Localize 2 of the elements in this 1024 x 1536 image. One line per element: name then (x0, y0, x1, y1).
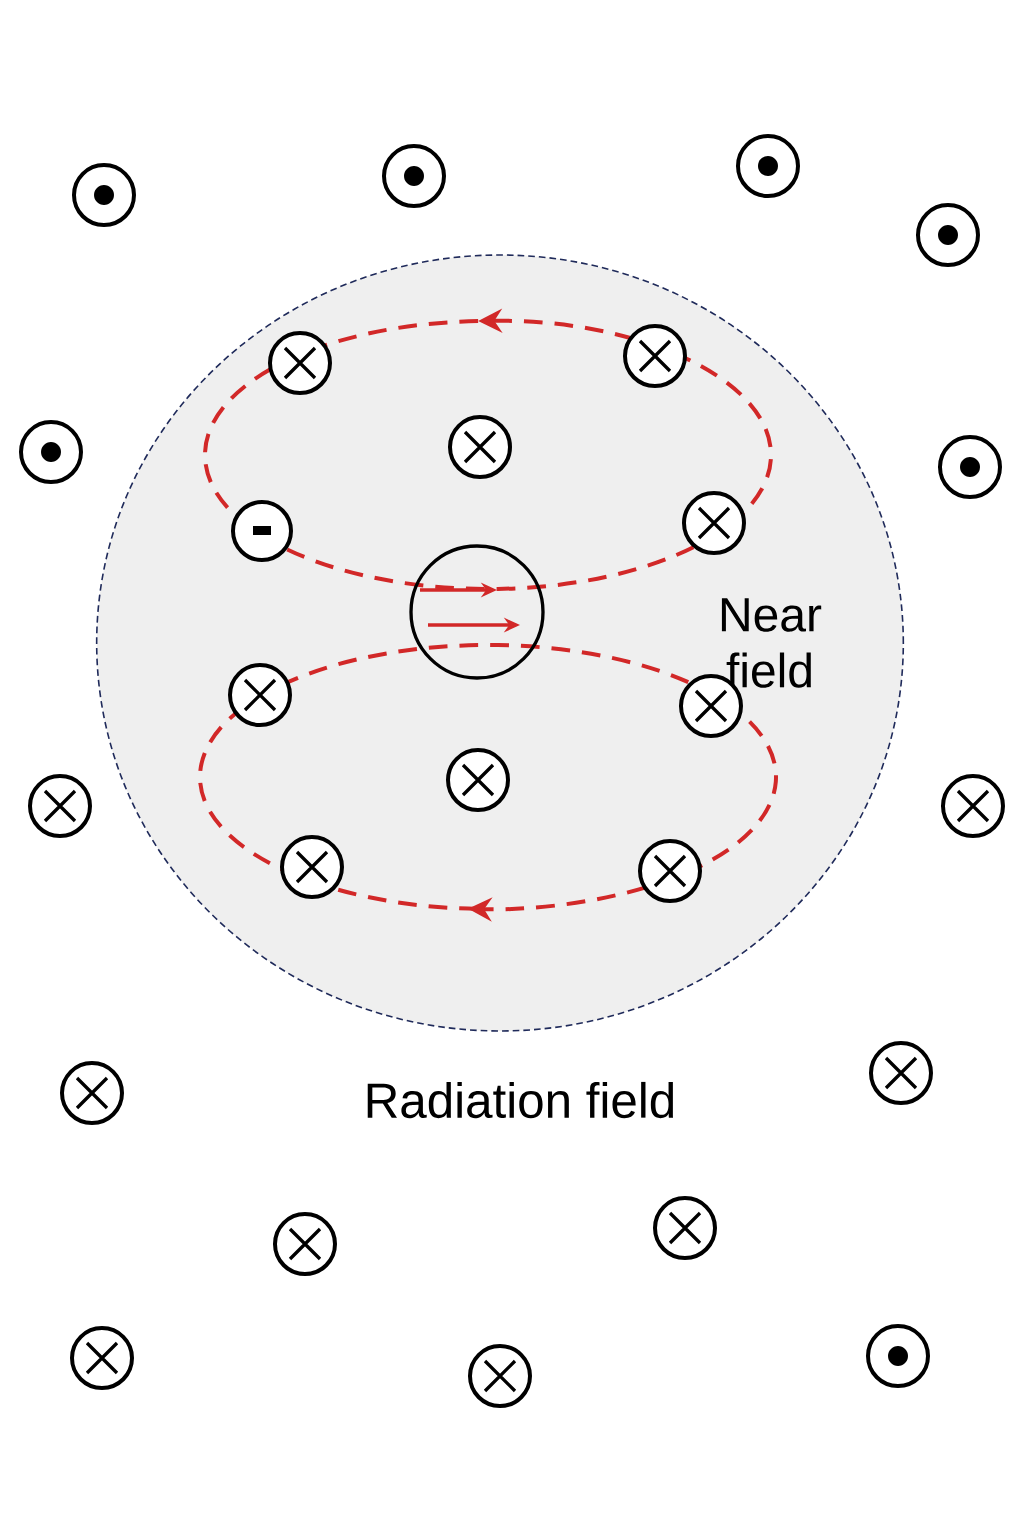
region-label: Radiation field (367, 1081, 674, 1119)
near-field-region: Near field (95, 254, 905, 1032)
